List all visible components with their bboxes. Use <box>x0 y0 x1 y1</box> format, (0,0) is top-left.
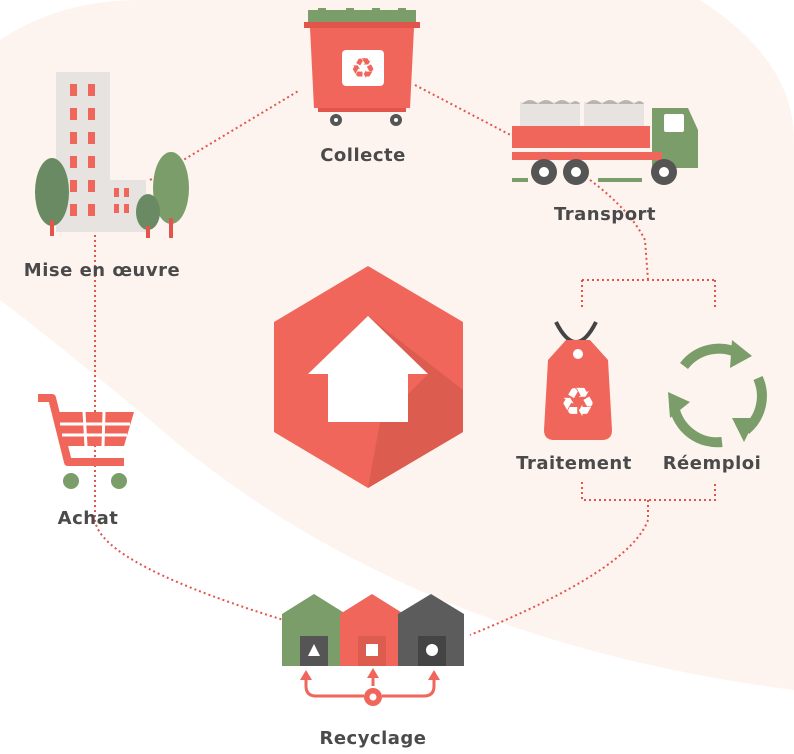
cart-wheel-right <box>111 473 127 489</box>
label-traitement: Traitement <box>516 453 632 474</box>
reuse-arrowheads <box>668 340 756 442</box>
label-recyclage: Recyclage <box>319 728 427 749</box>
dumpster-icon: ♻ <box>304 8 420 126</box>
cart-wheel-left <box>63 473 79 489</box>
truck-icon <box>512 100 698 185</box>
house-hexagon-icon <box>274 266 463 488</box>
label-reemploi: Réemploi <box>662 453 762 474</box>
label-achat: Achat <box>57 508 119 529</box>
label-transport: Transport <box>553 204 657 225</box>
svg-text:♻: ♻ <box>560 380 596 426</box>
tag-icon: ♻ <box>544 321 612 440</box>
label-mise-en-oeuvre: Mise en œuvre <box>23 260 181 281</box>
svg-text:♻: ♻ <box>350 52 375 85</box>
cart-icon <box>38 394 134 466</box>
recycling-houses-icon <box>282 594 464 706</box>
label-collecte: Collecte <box>320 145 406 166</box>
building-icon <box>35 72 189 238</box>
cycle-path <box>94 84 716 636</box>
